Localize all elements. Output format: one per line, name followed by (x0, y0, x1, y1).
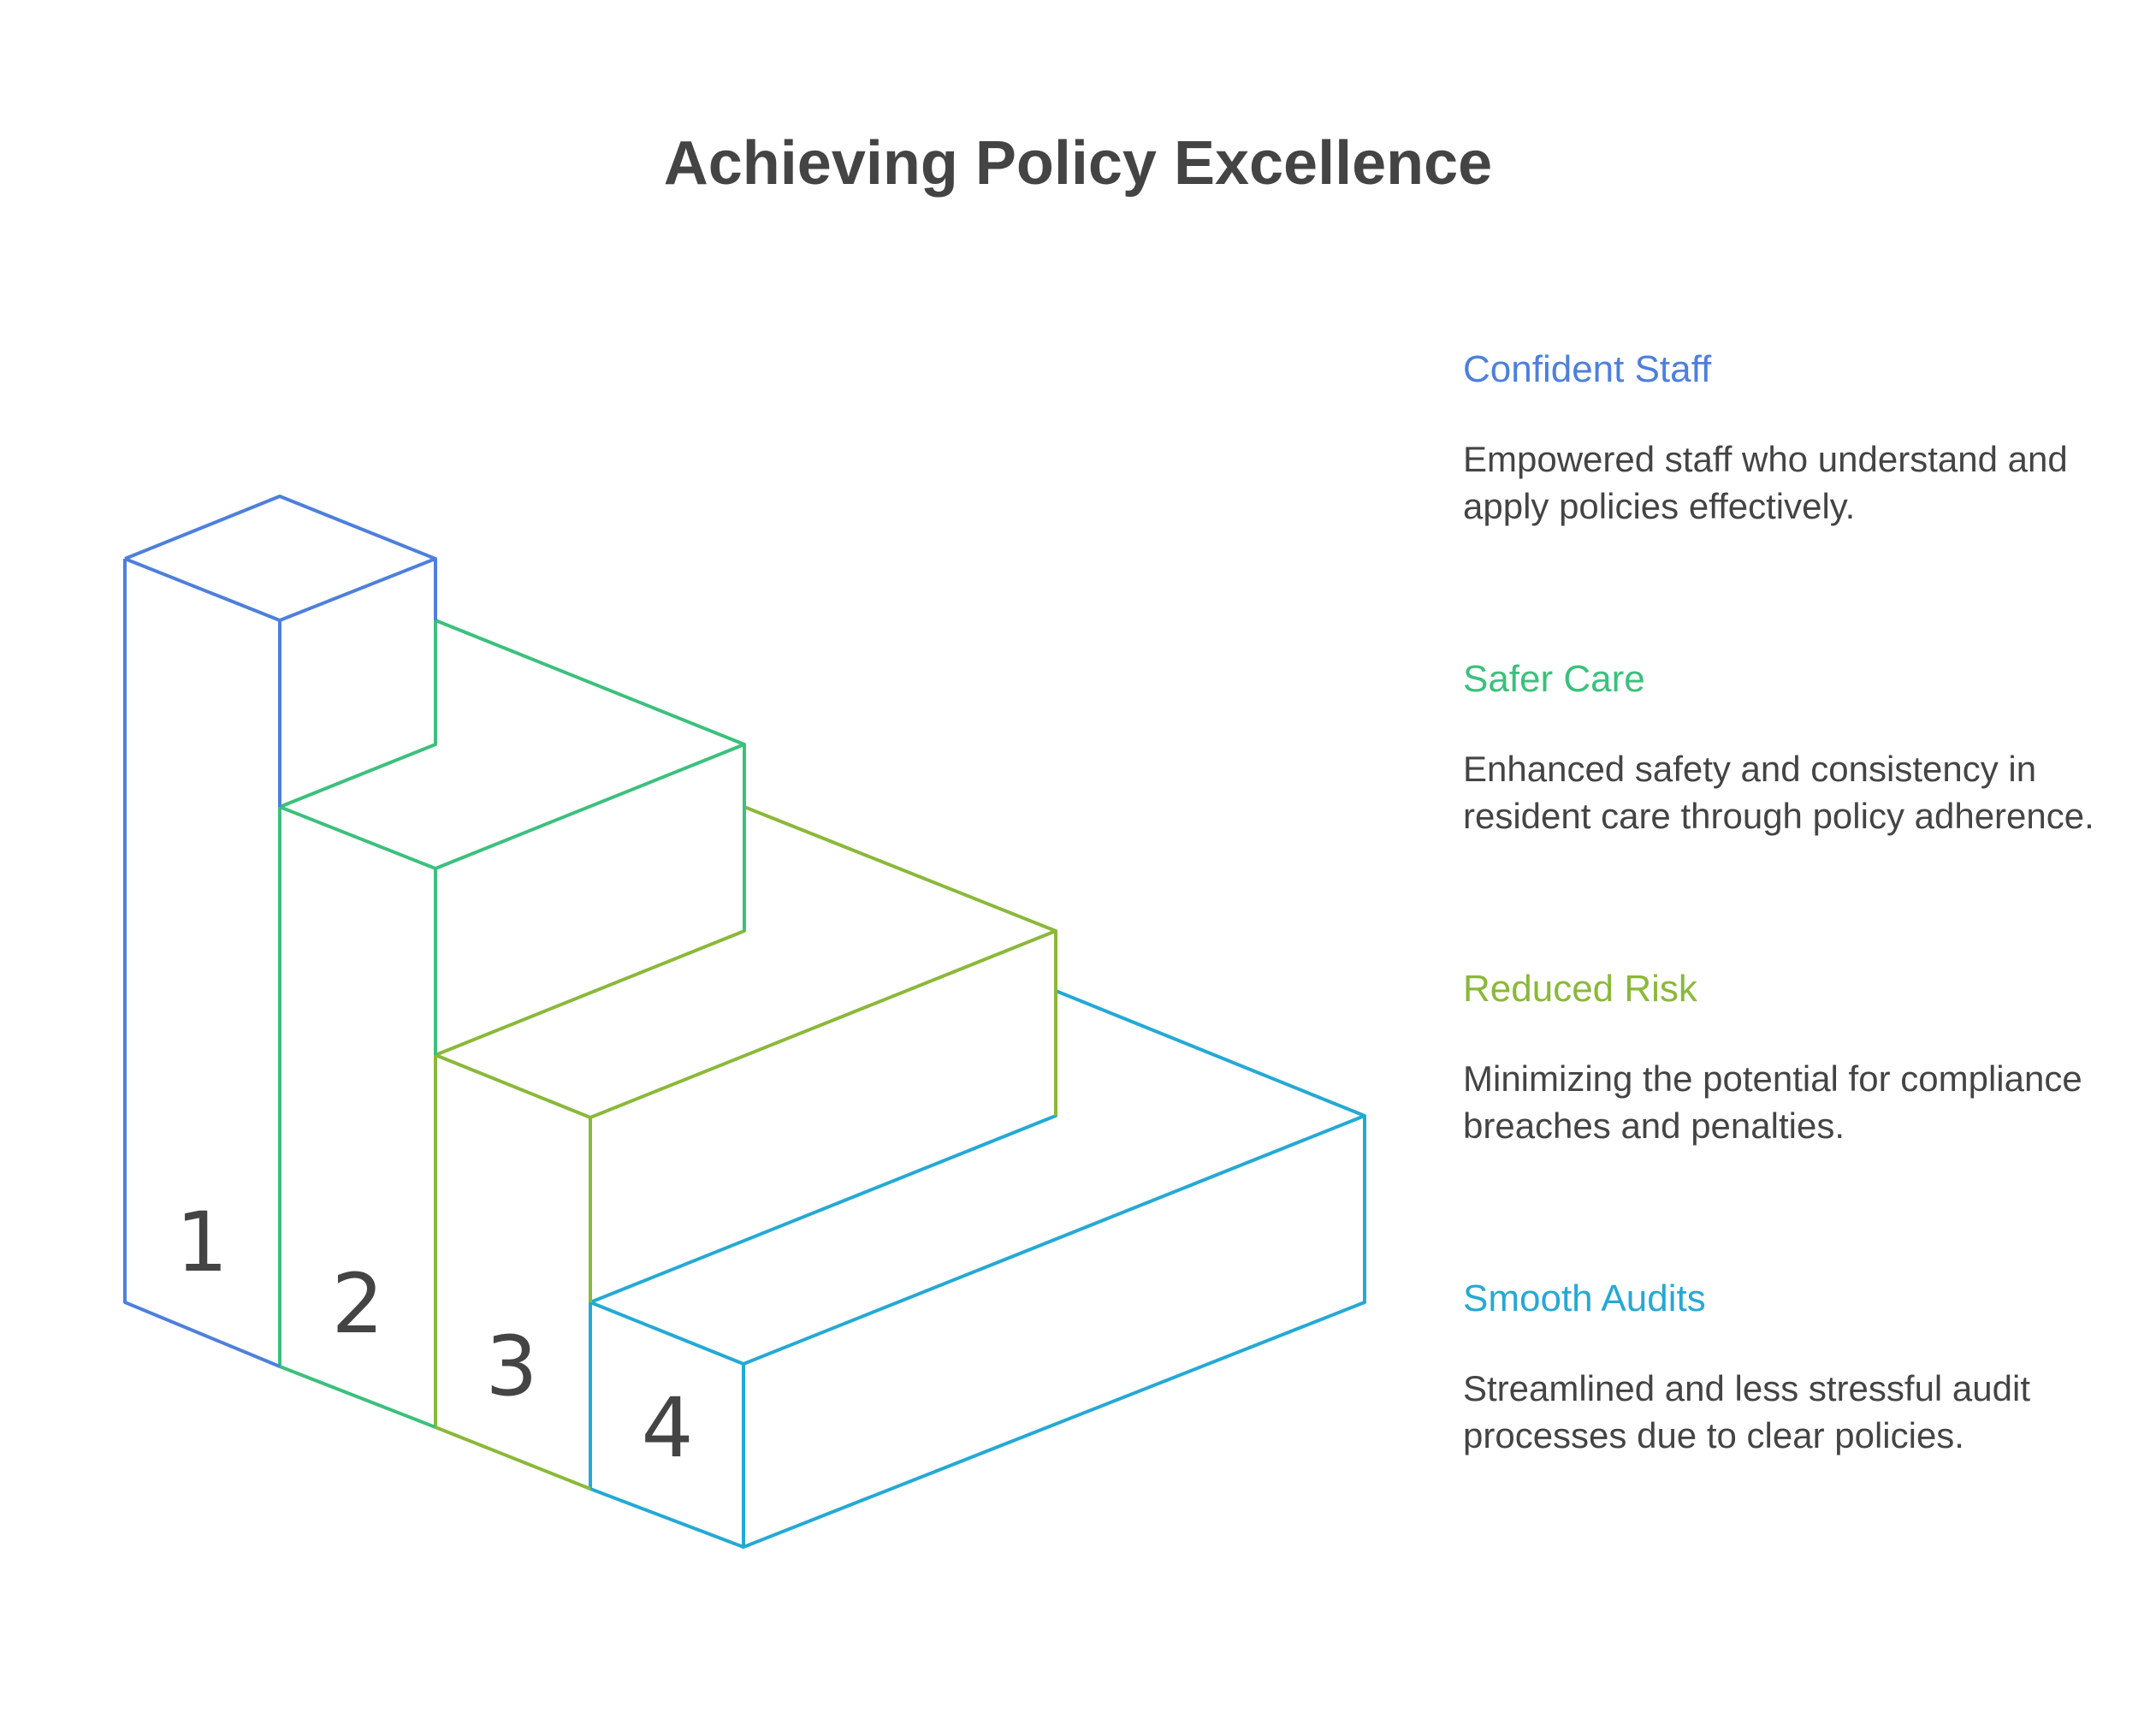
step-4-block: 4 (589, 989, 1366, 1549)
step-1-block: 1 (123, 495, 437, 1368)
step-2-description: Enhanced safety and consistency in resid… (1463, 748, 2094, 836)
step-1-title: Confident Staff (1463, 348, 1712, 390)
step-1-number: 1 (175, 1194, 228, 1290)
step-2-block: 2 (278, 619, 746, 1429)
step-1-description: Empowered staff who understand and apply… (1463, 438, 2068, 526)
step-2-description-block: Safer Care Enhanced safety and consisten… (1463, 657, 2113, 839)
step-3-description: Minimizing the potential for compliance … (1463, 1058, 2082, 1146)
step-3-description-block: Reduced Risk Minimizing the potential fo… (1463, 967, 2113, 1149)
step-3-title: Reduced Risk (1463, 968, 1697, 1010)
step-4-description: Streamlined and less stressful audit pro… (1463, 1367, 2030, 1455)
step-4-description-block: Smooth Audits Streamlined and less stres… (1463, 1277, 2113, 1459)
step-1-description-block: Confident Staff Empowered staff who unde… (1463, 347, 2113, 530)
step-3-number: 3 (485, 1319, 537, 1414)
step-4-title: Smooth Audits (1463, 1277, 1706, 1319)
page-title: Achieving Policy Excellence (663, 129, 1493, 198)
step-2-title: Safer Care (1463, 658, 1645, 700)
step-4-number: 4 (641, 1380, 693, 1476)
step-2-number: 2 (331, 1256, 383, 1352)
